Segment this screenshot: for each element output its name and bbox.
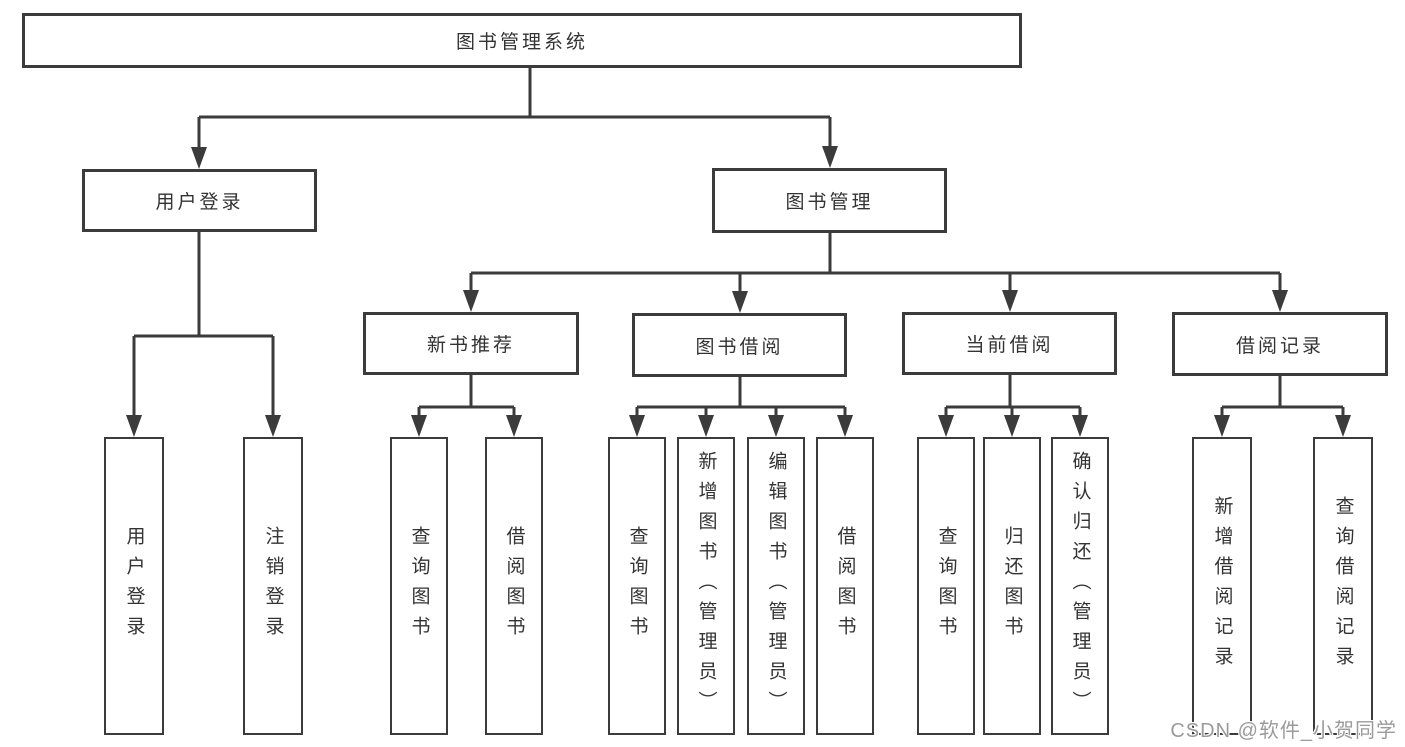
leaf-confirm-return-admin: 确认归还（管理员）: [1051, 437, 1109, 735]
leaf-borrow-books: 借阅图书: [816, 437, 874, 735]
arrowheads: [126, 146, 1351, 437]
connector-recommend-to-leaves: [417, 375, 516, 419]
leaf-recommend-borrow-books: 借阅图书: [485, 437, 543, 735]
node-borrow-records: 借阅记录: [1172, 312, 1388, 376]
leaf-edit-books-admin: 编辑图书（管理员）: [747, 437, 805, 735]
node-current-borrow: 当前借阅: [902, 312, 1117, 375]
leaf-user-login: 用户登录: [104, 437, 164, 735]
leaf-query-borrow-record: 查询借阅记录: [1313, 437, 1373, 735]
connector-root-to-level2: [197, 68, 832, 150]
node-book-borrow: 图书借阅: [632, 313, 847, 377]
connector-records-to-leaves: [1220, 376, 1345, 419]
csdn-watermark: CSDN @软件_小贺同学: [1170, 720, 1397, 742]
connector-borrow-to-leaves: [635, 377, 847, 419]
leaf-recommend-query-books: 查询图书: [390, 437, 448, 735]
leaf-logout: 注销登录: [243, 437, 303, 735]
node-user-login: 用户登录: [82, 169, 317, 232]
leaf-add-books-admin: 新增图书（管理员）: [677, 437, 735, 735]
node-root: 图书管理系统: [22, 13, 1022, 68]
leaf-return-books: 归还图书: [983, 437, 1041, 735]
node-book-management: 图书管理: [712, 168, 947, 233]
leaf-current-query-books: 查询图书: [917, 437, 975, 735]
leaf-add-borrow-record: 新增借阅记录: [1192, 437, 1252, 735]
connector-management-to-level3: [469, 233, 1282, 294]
leaf-borrow-query-books: 查询图书: [608, 437, 666, 735]
connector-login-to-leaves: [132, 232, 275, 419]
connector-current-to-leaves: [944, 375, 1082, 419]
node-new-book-recommend: 新书推荐: [363, 312, 579, 375]
